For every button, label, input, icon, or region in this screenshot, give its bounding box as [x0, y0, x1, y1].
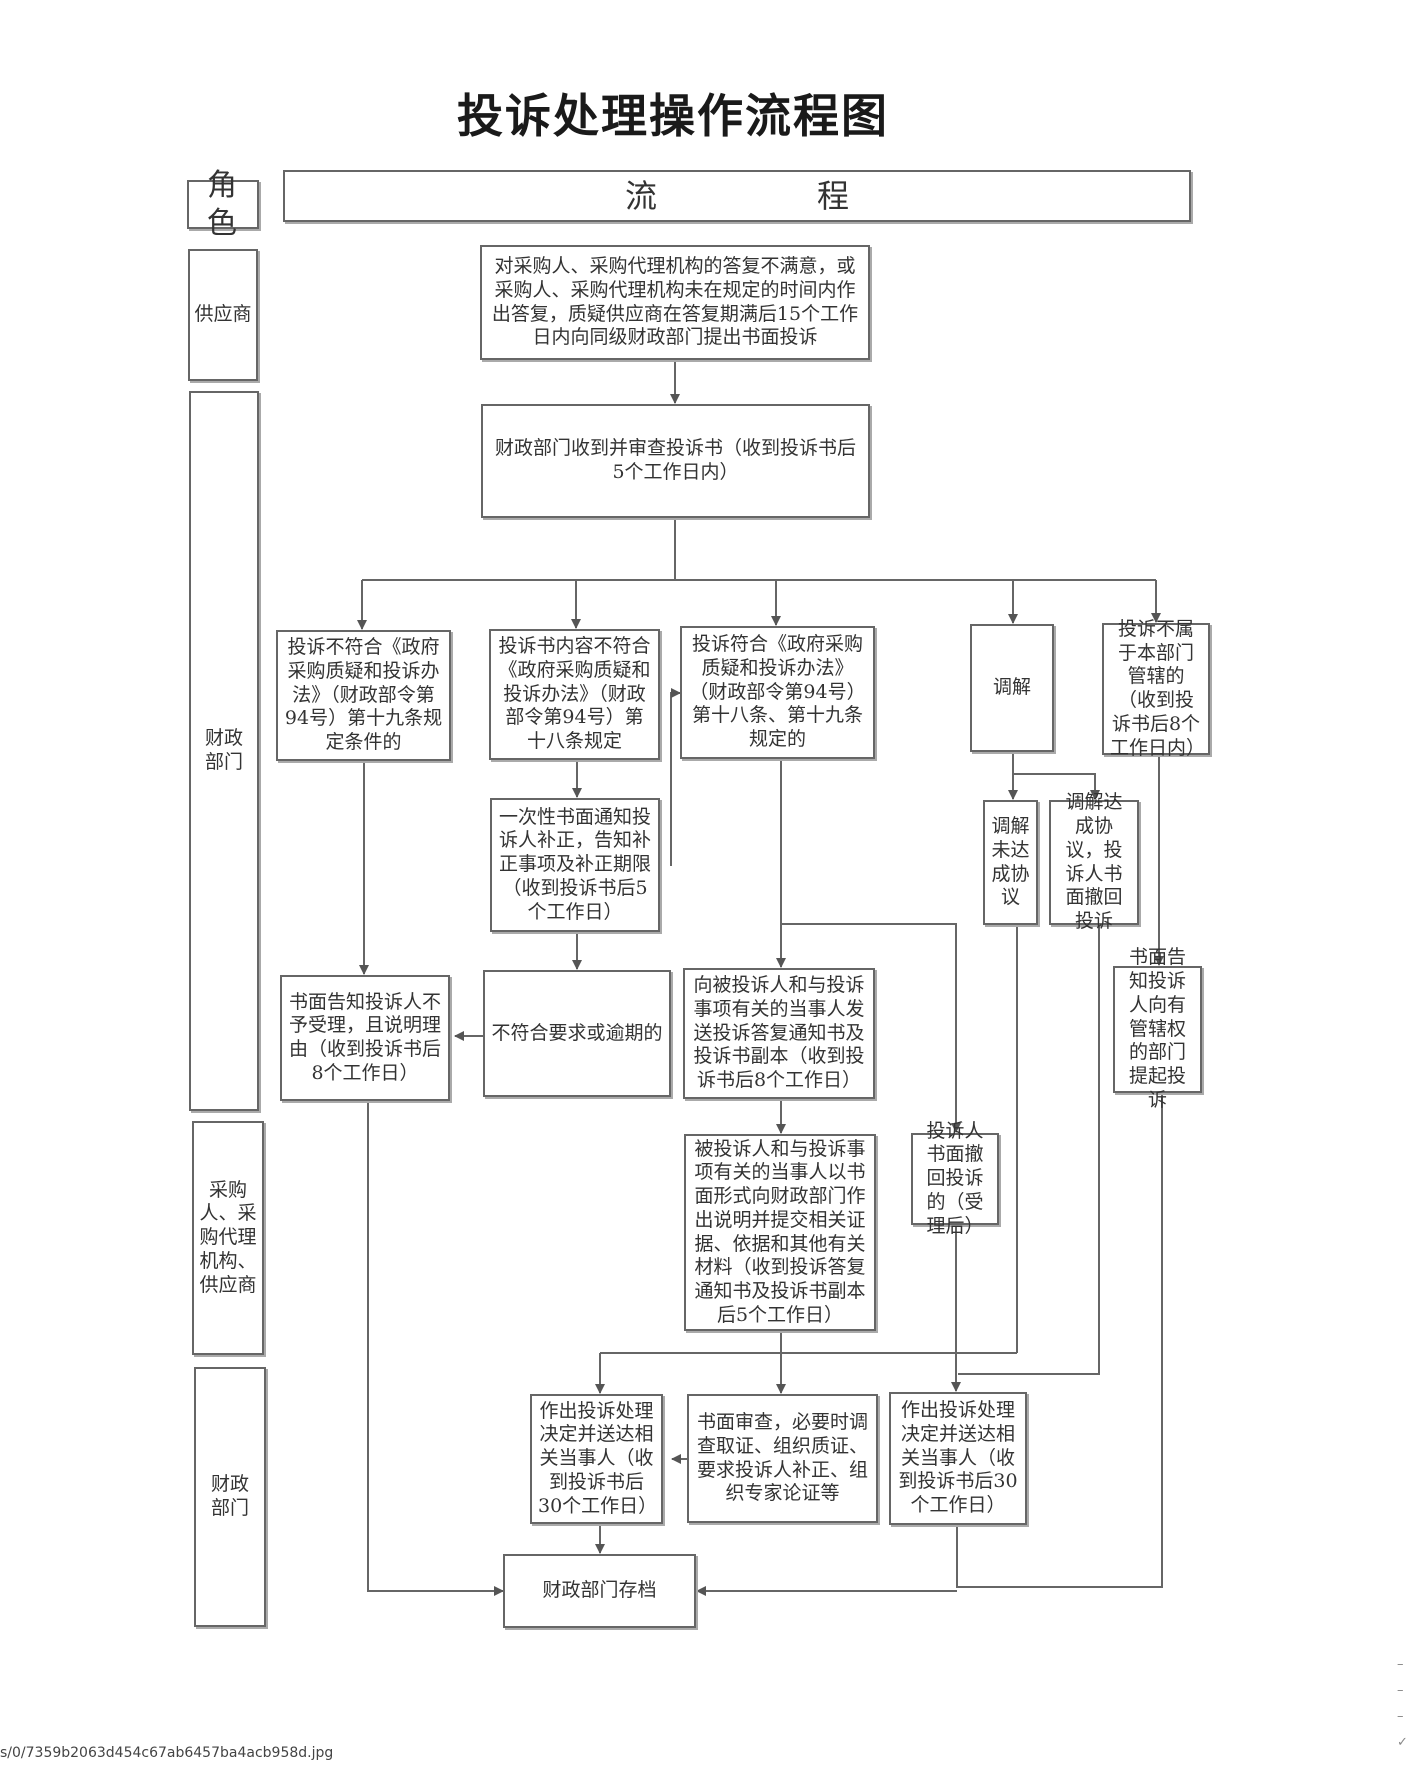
role-column-header: 角色 — [187, 168, 259, 241]
connector — [670, 688, 681, 866]
step-submit-complaint: 对采购人、采购代理机构的答复不满意，或采购人、采购代理机构未在规定的时间内作出答… — [480, 245, 870, 360]
step-redirect-notice-text: 书面告知投诉人向有管辖权的部门提起投诉 — [1128, 946, 1186, 1111]
step-archive: 财政部门存档 — [503, 1554, 696, 1628]
step-send-reply-notice-text: 向被投诉人和与投诉事项有关的当事人发送投诉答复通知书及投诉书副本（收到投诉书后8… — [693, 974, 865, 1092]
role-finance-top: 财政 部门 — [189, 391, 259, 1111]
role-finance-bottom: 财政 部门 — [194, 1367, 266, 1627]
role-finance-bottom-line: 部门 — [210, 1497, 249, 1519]
connector — [1013, 773, 1100, 800]
step-written-review: 书面审查，必要时调查取证、组织质证、要求投诉人补正、组织专家论证等 — [687, 1394, 878, 1523]
footer-file-path: s/0/7359b2063d454c67ab6457ba4acb958d.jpg — [0, 1745, 334, 1761]
role-supplier: 供应商 — [188, 249, 258, 381]
step-notify-correction-text: 一次性书面通知投诉人补正，告知补正事项及补正期限（收到投诉书后5个工作日） — [498, 805, 651, 923]
step-submit-complaint-text: 对采购人、采购代理机构的答复不满意，或采购人、采购代理机构未在规定的时间内作出答… — [491, 255, 859, 349]
step-decision-right: 作出投诉处理决定并送达相关当事人（收到投诉书后30个工作日） — [889, 1392, 1027, 1525]
step-overdue: 不符合要求或逾期的 — [483, 970, 671, 1097]
role-purchaser: 采购 人、采 购代理 机构、 供应商 — [192, 1121, 264, 1355]
role-purchaser-line: 人、采 — [199, 1202, 257, 1225]
edge-scrollbar-marks: –––✓ — [1397, 1657, 1408, 1750]
step-redirect-notice: 书面告知投诉人向有管辖权的部门提起投诉 — [1113, 946, 1202, 1111]
step-notify-correction: 一次性书面通知投诉人补正，告知补正事项及补正期限（收到投诉书后5个工作日） — [490, 798, 660, 932]
step-mediate-text: 调解 — [992, 676, 1031, 699]
step-mediate: 调解 — [970, 624, 1054, 752]
step-mediation-agreed-text: 调解达成协议，投诉人书面撤回投诉 — [1065, 791, 1123, 932]
step-respondent-explain: 被投诉人和与投诉事项有关的当事人以书面形式向财政部门作出说明并提交相关证据、依据… — [684, 1134, 876, 1331]
flow-column-header: 流 程 — [283, 170, 1191, 222]
connector — [367, 1101, 504, 1596]
step-decision-left-text: 作出投诉处理决定并送达相关当事人（收到投诉书后30个工作日） — [538, 1399, 658, 1517]
step-reject-notice: 书面告知投诉人不予受理，且说明理由（收到投诉书后8个工作日） — [280, 975, 450, 1101]
step-reject-notice-text: 书面告知投诉人不予受理，且说明理由（收到投诉书后8个工作日） — [288, 990, 441, 1084]
step-written-review-text: 书面审查，必要时调查取证、组织质证、要求投诉人补正、组织专家论证等 — [696, 1411, 868, 1505]
role-purchaser-line: 供应商 — [199, 1273, 257, 1296]
role-finance-top-line: 部门 — [204, 751, 243, 773]
step-not-jurisdiction: 投诉不属于本部门管辖的（收到投诉书后8个工作日内） — [1102, 618, 1210, 759]
step-mediation-failed-text: 调解未达成协议 — [991, 815, 1030, 909]
role-purchaser-line: 购代理 — [199, 1226, 257, 1249]
step-meets-articles: 投诉符合《政府采购质疑和投诉办法》（财政部令第94号）第十八条、第十九条规定的 — [680, 626, 875, 759]
step-not-meet-article-19-text: 投诉不符合《政府采购质疑和投诉办法》（财政部令第94号）第十九条规定条件的 — [284, 636, 443, 754]
step-content-not-meet-article-18: 投诉书内容不符合《政府采购质疑和投诉办法》（财政部令第94号）第十八条规定 — [489, 629, 660, 760]
step-withdraw: 投诉人书面撤回投诉的（受理后） — [911, 1120, 999, 1237]
step-mediation-failed: 调解未达成协议 — [983, 800, 1038, 925]
step-content-not-meet-article-18-text: 投诉书内容不符合《政府采购质疑和投诉办法》（财政部令第94号）第十八条规定 — [498, 635, 651, 753]
role-finance-bottom-line: 财政 — [210, 1473, 249, 1496]
step-receive-review: 财政部门收到并审查投诉书（收到投诉书后5个工作日内） — [481, 404, 870, 518]
step-respondent-explain-text: 被投诉人和与投诉事项有关的当事人以书面形式向财政部门作出说明并提交相关证据、依据… — [694, 1137, 866, 1326]
step-not-meet-article-19: 投诉不符合《政府采购质疑和投诉办法》（财政部令第94号）第十九条规定条件的 — [276, 630, 451, 761]
role-header-label: 角色 — [207, 168, 239, 241]
step-send-reply-notice: 向被投诉人和与投诉事项有关的当事人发送投诉答复通知书及投诉书副本（收到投诉书后8… — [683, 968, 875, 1099]
step-decision-left: 作出投诉处理决定并送达相关当事人（收到投诉书后30个工作日） — [530, 1394, 663, 1524]
step-withdraw-text: 投诉人书面撤回投诉的（受理后） — [926, 1119, 984, 1237]
flow-header-label-left: 流 — [624, 177, 657, 215]
flow-header-label-right: 程 — [816, 177, 849, 215]
step-archive-text: 财政部门存档 — [542, 1579, 657, 1602]
step-not-jurisdiction-text: 投诉不属于本部门管辖的（收到投诉书后8个工作日内） — [1110, 617, 1206, 759]
step-overdue-text: 不符合要求或逾期的 — [491, 1021, 663, 1044]
role-finance-top-line: 财政 — [204, 727, 243, 750]
connector — [781, 923, 961, 1133]
step-meets-articles-text: 投诉符合《政府采购质疑和投诉办法》（财政部令第94号）第十八条、第十九条规定的 — [689, 633, 866, 751]
step-mediation-agreed: 调解达成协议，投诉人书面撤回投诉 — [1049, 791, 1139, 932]
role-supplier-label: 供应商 — [194, 303, 252, 326]
role-purchaser-line: 采购 — [208, 1178, 247, 1201]
step-receive-review-text: 财政部门收到并审查投诉书（收到投诉书后5个工作日内） — [494, 437, 856, 483]
connector — [958, 925, 1100, 1375]
role-purchaser-line: 机构、 — [199, 1249, 257, 1272]
step-decision-right-text: 作出投诉处理决定并送达相关当事人（收到投诉书后30个工作日） — [898, 1399, 1018, 1517]
page-title: 投诉处理操作流程图 — [457, 89, 889, 143]
connector — [956, 1093, 1163, 1588]
